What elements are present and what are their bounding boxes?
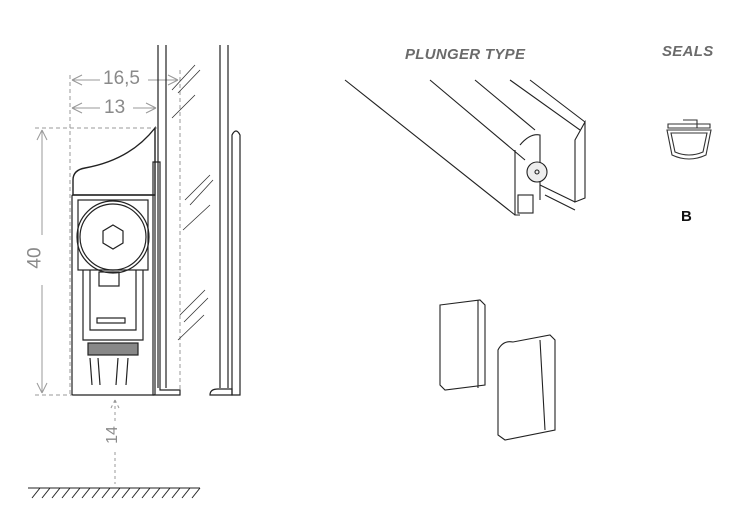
glass-and-profile	[71, 45, 241, 396]
seals-title: SEALS	[662, 43, 714, 60]
plunger-type-title: PLUNGER TYPE	[405, 46, 526, 63]
perspective-drawing	[344, 79, 586, 216]
dimension-inner-width: 13	[104, 97, 126, 118]
seal-code-label: B	[681, 208, 692, 225]
seal-profile-b	[666, 119, 712, 160]
end-caps	[439, 299, 556, 441]
dimension-height: 40	[24, 247, 46, 269]
dimension-floor-gap: 14	[103, 426, 121, 444]
dimension-outer-width: 16,5	[103, 68, 140, 89]
dimension-lines	[35, 70, 181, 484]
floor	[28, 487, 201, 499]
